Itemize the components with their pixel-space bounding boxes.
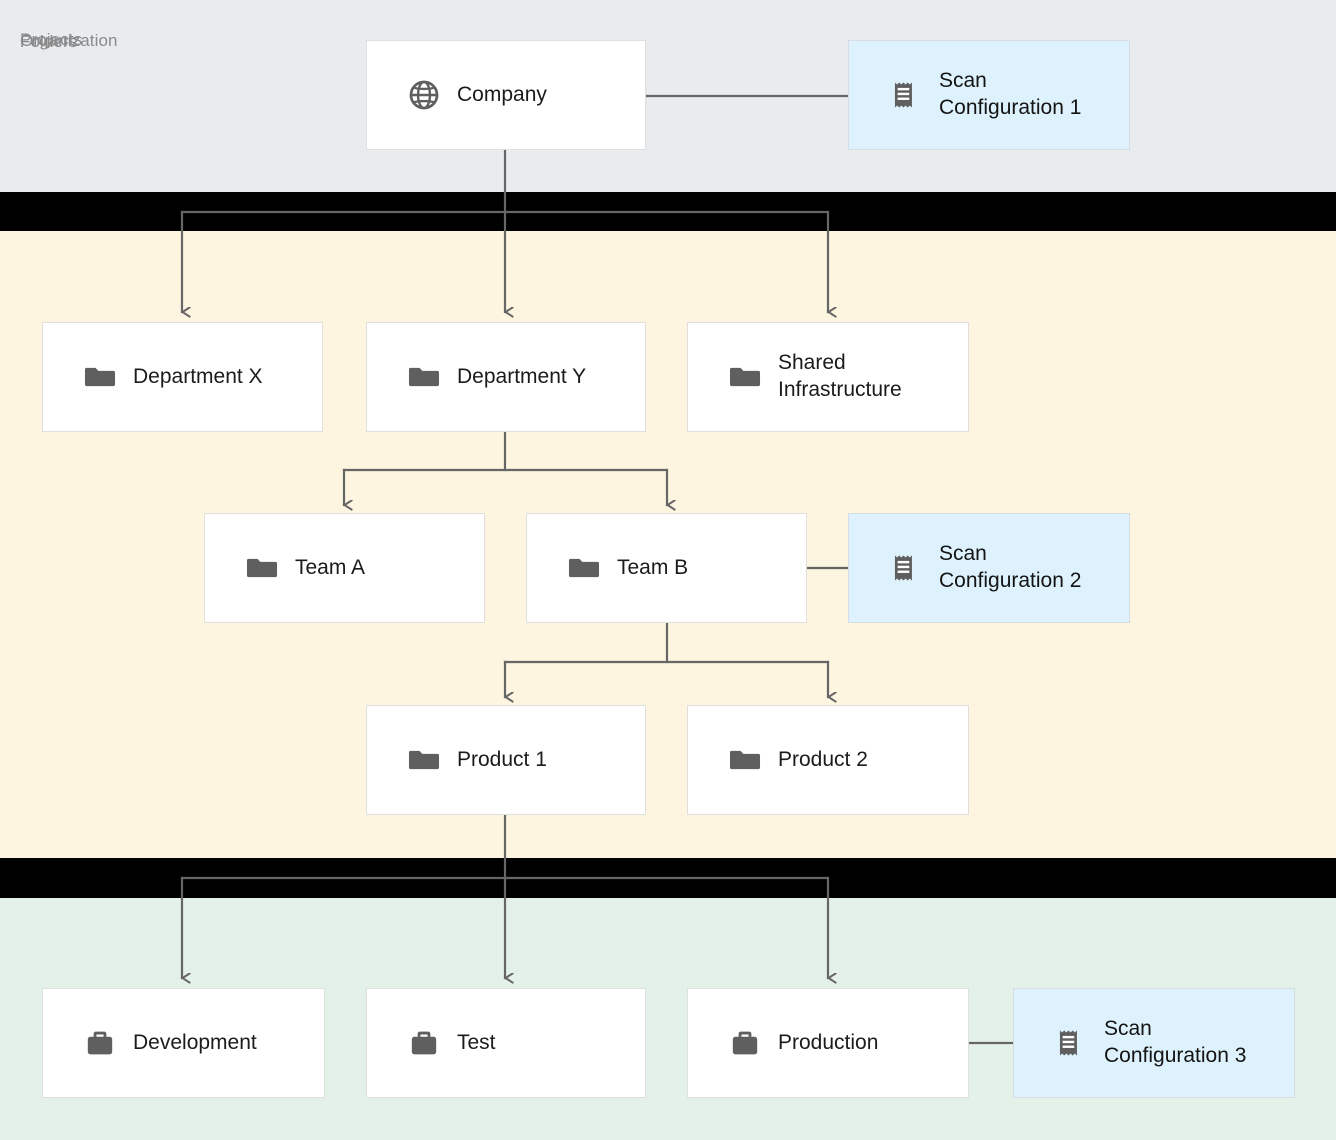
briefcase-icon bbox=[728, 1026, 762, 1060]
node-label: Test bbox=[457, 1030, 496, 1054]
section-band-organization bbox=[0, 0, 1336, 192]
folder-icon bbox=[245, 551, 279, 585]
node-label: Scan Configuration 2 bbox=[939, 542, 1082, 592]
node-product-1[interactable]: Product 1 bbox=[366, 705, 646, 815]
node-label: Team B bbox=[617, 555, 689, 579]
folder-icon bbox=[407, 360, 441, 394]
receipt-icon bbox=[889, 78, 923, 112]
receipt-icon bbox=[1054, 1026, 1088, 1060]
briefcase-icon bbox=[83, 1026, 117, 1060]
node-development[interactable]: Development bbox=[42, 988, 325, 1098]
section-label-projects: Projects bbox=[20, 30, 83, 49]
node-label: Department Y bbox=[457, 364, 587, 388]
node-label: Product 1 bbox=[457, 747, 547, 771]
node-scan-configuration-3[interactable]: Scan Configuration 3 bbox=[1013, 988, 1295, 1098]
node-department-x[interactable]: Department X bbox=[42, 322, 323, 432]
node-test[interactable]: Test bbox=[366, 988, 646, 1098]
node-team-a[interactable]: Team A bbox=[204, 513, 485, 623]
folder-icon bbox=[407, 743, 441, 777]
node-scan-configuration-2[interactable]: Scan Configuration 2 bbox=[848, 513, 1130, 623]
node-scan-configuration-1[interactable]: Scan Configuration 1 bbox=[848, 40, 1130, 150]
node-label: Product 2 bbox=[778, 747, 868, 771]
node-company[interactable]: Company bbox=[366, 40, 646, 150]
folder-icon bbox=[567, 551, 601, 585]
node-label: Team A bbox=[295, 555, 366, 579]
receipt-icon bbox=[889, 551, 923, 585]
node-department-y[interactable]: Department Y bbox=[366, 322, 646, 432]
folder-icon bbox=[728, 743, 762, 777]
briefcase-icon bbox=[407, 1026, 441, 1060]
node-shared-infrastructure[interactable]: Shared Infrastructure bbox=[687, 322, 969, 432]
node-label: Department X bbox=[133, 364, 263, 388]
node-label: Scan Configuration 3 bbox=[1104, 1017, 1247, 1067]
folder-icon bbox=[728, 360, 762, 394]
node-label: Company bbox=[457, 82, 547, 106]
node-label: Scan Configuration 1 bbox=[939, 69, 1082, 119]
node-label: Production bbox=[778, 1030, 879, 1054]
section-label-organization: Organization bbox=[20, 31, 118, 50]
folder-icon bbox=[83, 360, 117, 394]
node-label: Shared Infrastructure bbox=[778, 351, 902, 401]
section-label-folders: Folders bbox=[20, 32, 78, 51]
node-production[interactable]: Production bbox=[687, 988, 969, 1098]
node-label: Development bbox=[133, 1030, 257, 1054]
globe-icon bbox=[407, 78, 441, 112]
node-product-2[interactable]: Product 2 bbox=[687, 705, 969, 815]
node-team-b[interactable]: Team B bbox=[526, 513, 807, 623]
